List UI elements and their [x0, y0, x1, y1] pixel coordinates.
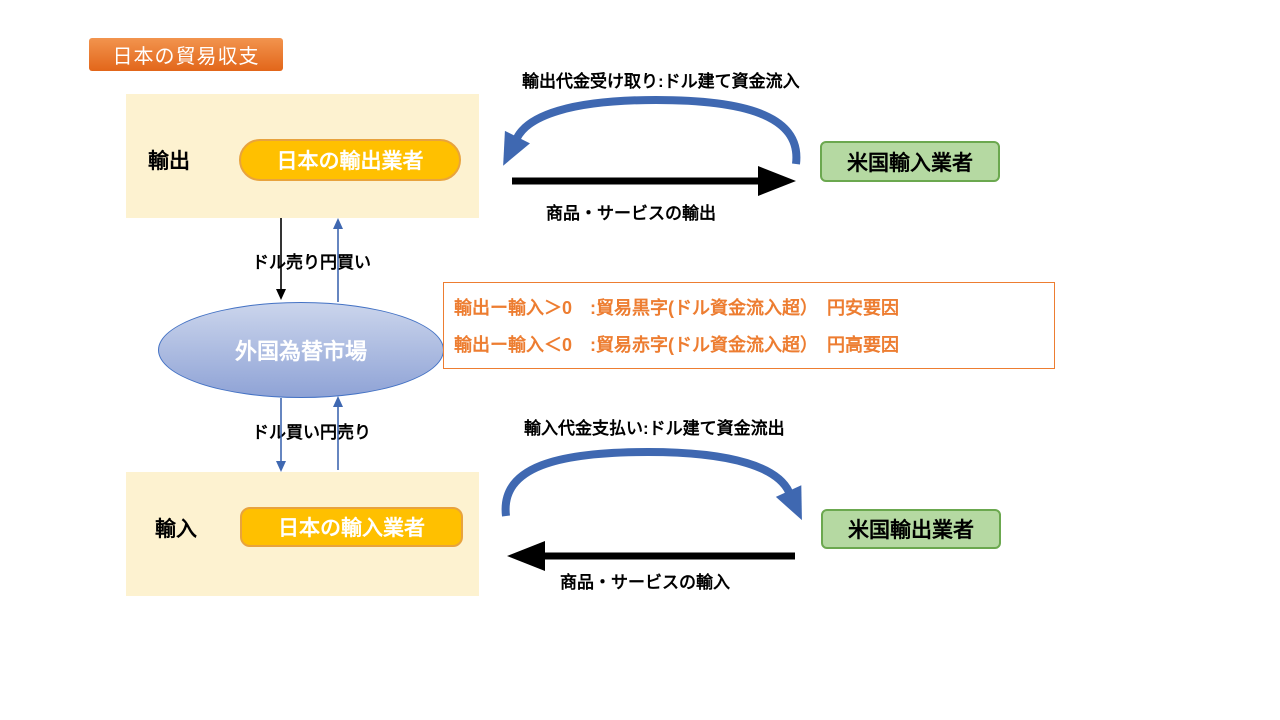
import-section-panel: 輸入 日本の輸入業者 — [126, 472, 479, 596]
japan-exporter-label: 日本の輸出業者 — [276, 150, 424, 173]
import-goods-label: 商品・サービスの輸入 — [560, 573, 730, 592]
trade-balance-info-box: 輸出ー輸入＞0 :貿易黒字(ドル資金流入超） 円安要因 輸出ー輸入＜0 :貿易赤… — [443, 282, 1055, 369]
us-exporter-label: 米国輸出業者 — [848, 519, 974, 542]
slide-title-text: 日本の貿易収支 — [112, 46, 260, 68]
us-exporter-shape: 米国輸出業者 — [821, 509, 1001, 549]
japan-exporter-shape: 日本の輸出業者 — [239, 139, 461, 181]
buy-dollar-sell-yen-label: ドル買い円売り — [252, 423, 371, 442]
japan-importer-label: 日本の輸入業者 — [278, 517, 425, 540]
slide-title: 日本の貿易収支 — [89, 38, 283, 71]
export-goods-label: 商品・サービスの輸出 — [546, 204, 716, 223]
export-payment-arc-arrow — [503, 95, 801, 166]
us-importer-label: 米国輸入業者 — [847, 151, 973, 175]
import-payment-label: 輸入代金支払い:ドル建て資金流出 — [524, 419, 785, 438]
japan-importer-shape: 日本の輸入業者 — [240, 507, 463, 547]
export-section-label: 輸出 — [148, 150, 190, 173]
fx-market-ellipse: 外国為替市場 — [158, 302, 444, 398]
fx-market-label: 外国為替市場 — [234, 339, 367, 364]
import-section-label: 輸入 — [155, 518, 197, 541]
sell-dollar-buy-yen-label: ドル売り円買い — [252, 253, 371, 272]
export-section-panel: 輸出 日本の輸出業者 — [126, 94, 479, 218]
trade-deficit-line: 輸出ー輸入＜0 :貿易赤字(ドル資金流入超） 円高要因 — [454, 335, 899, 356]
us-importer-shape: 米国輸入業者 — [820, 141, 1000, 182]
import-payment-arc-arrow — [501, 447, 802, 521]
export-payment-label: 輸出代金受け取り:ドル建て資金流入 — [522, 72, 800, 91]
trade-surplus-line: 輸出ー輸入＞0 :貿易黒字(ドル資金流入超） 円安要因 — [454, 297, 899, 318]
